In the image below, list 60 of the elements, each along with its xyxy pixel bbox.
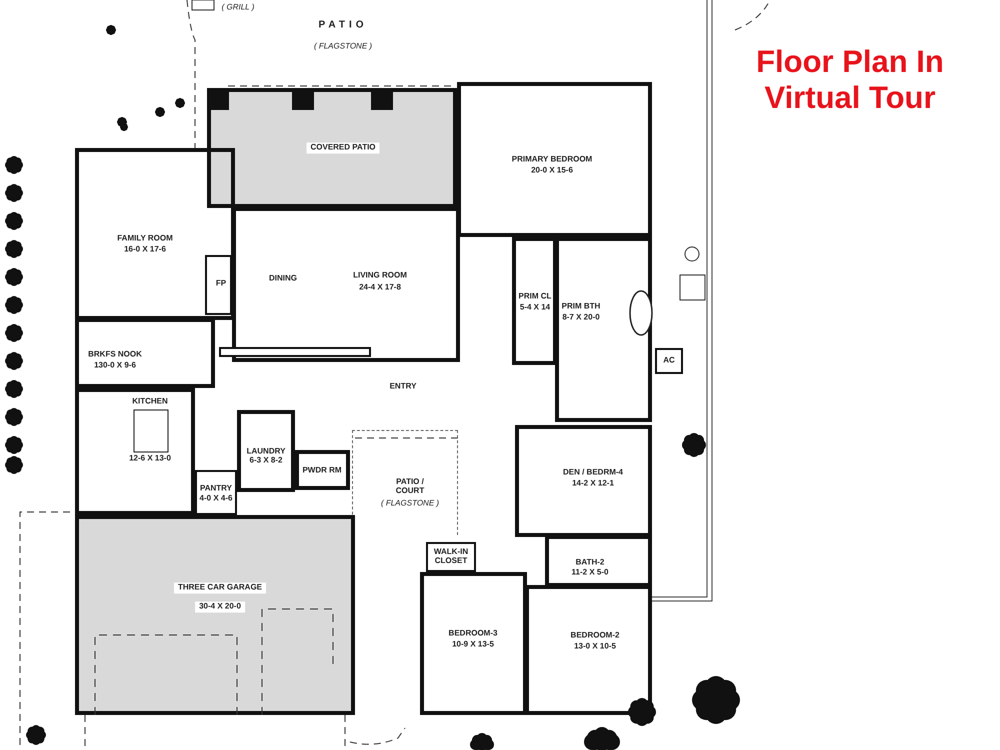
room-outline xyxy=(457,82,652,237)
room-name: AC xyxy=(663,356,675,366)
room-name: FAMILY ROOM xyxy=(117,234,173,244)
title: Floor Plan In Virtual Tour xyxy=(755,44,945,116)
room-name: THREE CAR GARAGE xyxy=(174,582,266,594)
room-dimensions: 11-2 X 5-0 xyxy=(572,568,608,578)
garage-area xyxy=(75,515,355,715)
patio-label: PATIO xyxy=(318,20,368,30)
room-dimensions: 13-0 X 10-5 xyxy=(574,642,616,652)
room-name: LAUNDRY xyxy=(246,448,286,456)
room-outline xyxy=(75,318,215,388)
area-label: DINING xyxy=(269,274,297,282)
patio-label: ( FLAGSTONE ) xyxy=(314,42,372,50)
room-dimensions: 4-0 X 4-6 xyxy=(200,494,232,504)
room-outline xyxy=(237,410,295,492)
patio-label: ( GRILL ) xyxy=(222,2,254,12)
room-dimensions: 130-0 X 9-6 xyxy=(94,362,136,370)
room-name: PANTRY xyxy=(200,484,232,494)
room-outline xyxy=(545,535,652,587)
room-name: BEDROOM-2 xyxy=(570,632,620,640)
room-dimensions: 10-9 X 13-5 xyxy=(452,640,494,650)
ac-unit-box xyxy=(655,348,683,374)
room-dimensions: 8-7 X 20-0 xyxy=(562,314,600,322)
room-name: COVERED PATIO xyxy=(306,142,380,154)
room-name: LIVING ROOM xyxy=(353,272,407,280)
room-dimensions: ( FLAGSTONE ) xyxy=(380,500,440,508)
room-outline xyxy=(195,470,237,515)
room-name: BEDROOM-3 xyxy=(448,630,498,638)
room-outline xyxy=(295,450,350,490)
room-dimensions: 20-0 X 15-6 xyxy=(531,166,573,176)
room-name: WALK-IN CLOSET xyxy=(432,548,470,566)
room-name: BATH-2 xyxy=(576,558,604,568)
room-outline xyxy=(232,207,460,362)
room-name: BRKFS NOOK xyxy=(88,350,142,360)
room-dimensions: 16-0 X 17-6 xyxy=(124,246,166,254)
room-name: PRIM CL xyxy=(518,292,552,302)
room-outline xyxy=(525,585,652,715)
room-name: FP xyxy=(216,280,226,288)
area-label: ENTRY xyxy=(390,382,416,390)
room-name: KITCHEN xyxy=(132,398,168,406)
room-dimensions: 30-4 X 20-0 xyxy=(195,602,245,612)
room-outline xyxy=(420,572,527,715)
room-dimensions: 12-6 X 13-0 xyxy=(129,454,171,464)
covered-patio-area xyxy=(207,88,457,208)
room-name: PRIM BTH xyxy=(562,302,600,312)
room-dimensions: 24-4 X 17-8 xyxy=(359,284,401,292)
fireplace-box xyxy=(205,255,232,315)
room-dimensions: 5-4 X 14 xyxy=(520,304,550,312)
room-name: PRIMARY BEDROOM xyxy=(512,156,592,164)
room-dimensions: 14-2 X 12-1 xyxy=(572,480,614,488)
room-outline xyxy=(512,237,557,365)
room-outline xyxy=(515,425,652,537)
room-outline xyxy=(75,388,195,515)
room-name: DEN / BEDRM-4 xyxy=(563,468,623,478)
room-name: PATIO / COURT xyxy=(394,478,426,496)
room-outline xyxy=(555,237,652,422)
room-outline xyxy=(75,148,235,320)
room-dimensions: 6-3 X 8-2 xyxy=(250,456,282,466)
room-outline xyxy=(426,542,476,572)
room-name: PWDR RM xyxy=(302,466,342,476)
